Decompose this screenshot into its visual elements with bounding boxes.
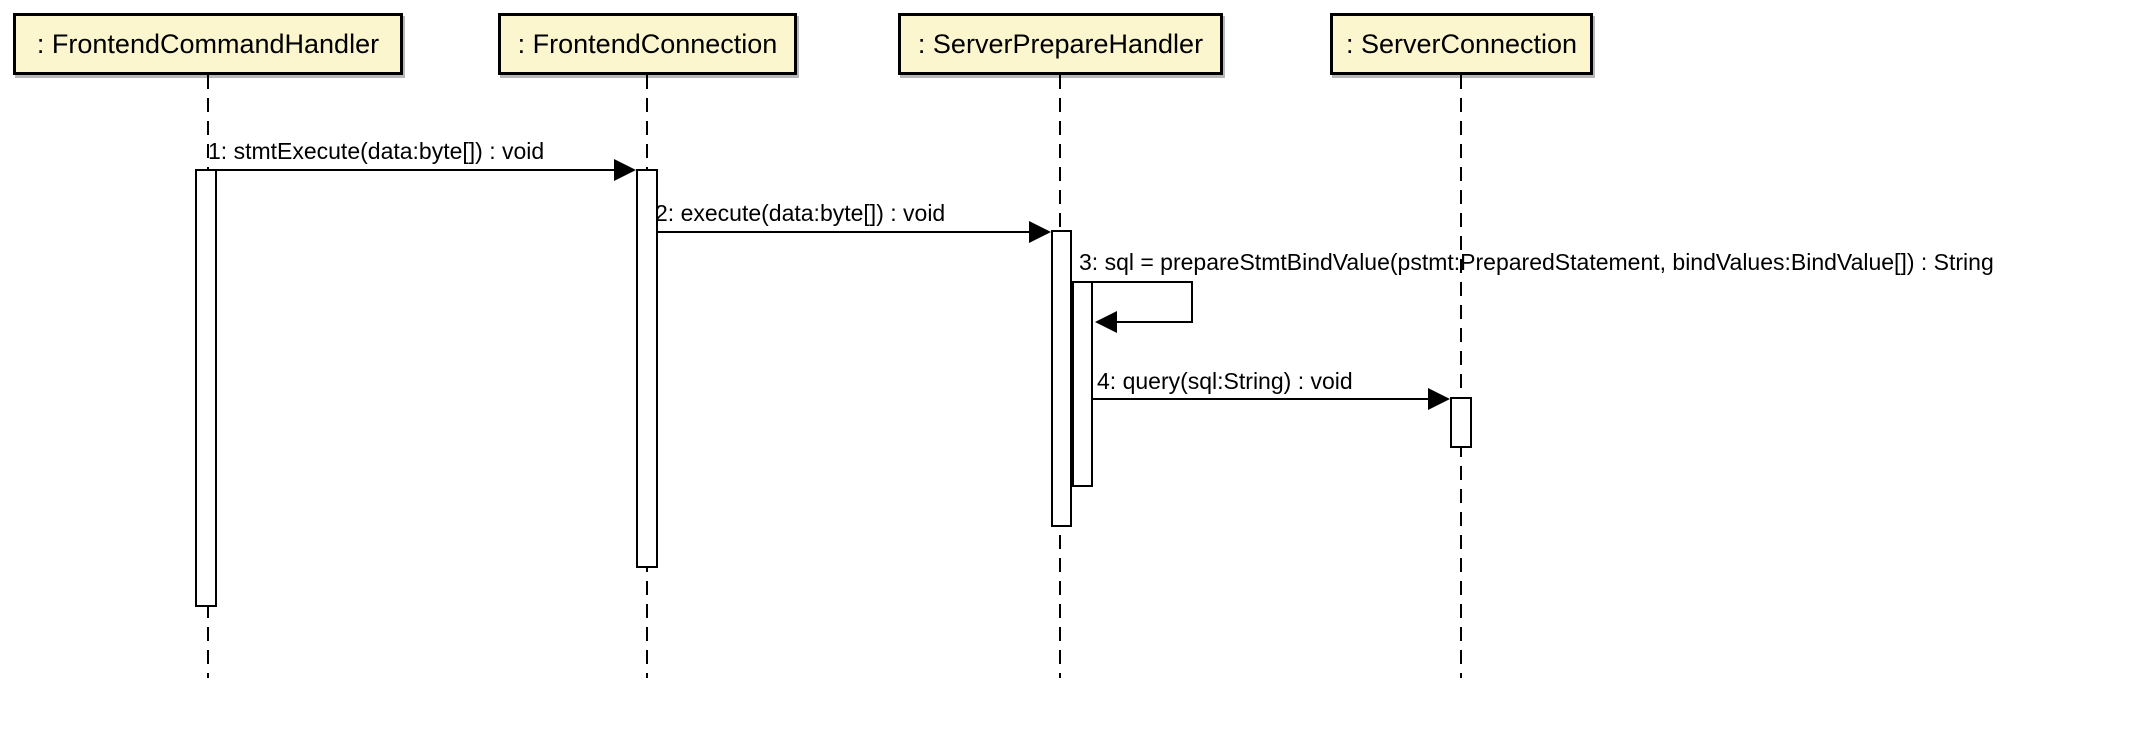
activation-bar[interactable] <box>636 169 658 568</box>
activation-bar[interactable] <box>1450 397 1472 448</box>
message-arrowhead-icon <box>614 159 636 181</box>
lifeline-head-label: : FrontendConnection <box>517 28 778 59</box>
message-label[interactable]: 3: sql = prepareStmtBindValue(pstmt:Prep… <box>1079 249 1994 275</box>
lifeline-head[interactable]: : FrontendCommandHandler <box>13 13 403 75</box>
lifeline-head-label: : ServerConnection <box>1345 28 1578 59</box>
activation-bar[interactable] <box>1072 281 1093 487</box>
self-message-return-line <box>1117 321 1193 323</box>
message-arrowhead-icon <box>1029 221 1051 243</box>
self-message-side-line <box>1191 281 1193 323</box>
lifeline-dashed-line <box>1460 75 1462 678</box>
lifeline-head[interactable]: : FrontendConnection <box>498 13 797 75</box>
lifeline-head-label: : FrontendCommandHandler <box>36 28 380 59</box>
lifeline-head-label: : ServerPrepareHandler <box>917 28 1204 59</box>
lifeline-head[interactable]: : ServerConnection <box>1330 13 1593 75</box>
message-line <box>658 231 1029 233</box>
message-label[interactable]: 2: execute(data:byte[]) : void <box>655 200 946 226</box>
activation-bar[interactable] <box>195 169 217 607</box>
message-arrowhead-icon <box>1428 388 1450 410</box>
message-label[interactable]: 4: query(sql:String) : void <box>1097 368 1353 394</box>
message-line <box>1093 398 1428 400</box>
message-label[interactable]: 1: stmtExecute(data:byte[]) : void <box>208 138 545 164</box>
self-message-out-line <box>1072 281 1193 283</box>
message-line <box>217 169 614 171</box>
activation-bar[interactable] <box>1051 230 1072 527</box>
self-message-arrowhead-icon <box>1095 311 1117 333</box>
lifeline-head[interactable]: : ServerPrepareHandler <box>898 13 1223 75</box>
